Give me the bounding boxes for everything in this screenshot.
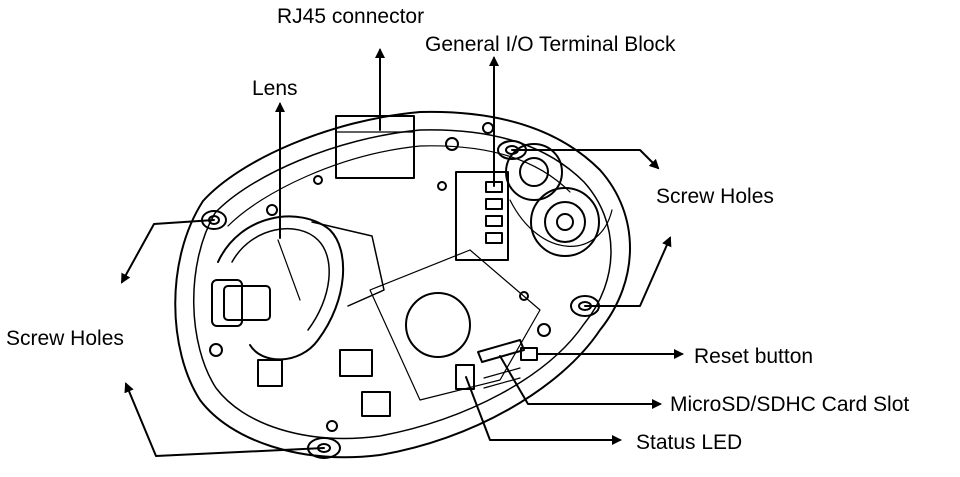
arrow-screw-right-top bbox=[511, 149, 660, 170]
label-lens: Lens bbox=[252, 77, 298, 100]
cable-gland-top bbox=[505, 143, 563, 201]
arrow-status-led bbox=[465, 376, 622, 445]
label-terminal-block: General I/O Terminal Block bbox=[425, 33, 676, 56]
status-led-body bbox=[455, 364, 475, 390]
label-screw-holes-left: Screw Holes bbox=[6, 327, 124, 350]
arrow-microsd bbox=[499, 355, 662, 409]
arrow-screw-right-bottom bbox=[584, 236, 672, 307]
label-status-led: Status LED bbox=[636, 431, 743, 454]
center-plug bbox=[405, 292, 471, 358]
cable-gland-bottom bbox=[530, 187, 600, 257]
housing-inner-rim bbox=[193, 129, 612, 440]
lens-housing bbox=[217, 215, 345, 361]
label-rj45-connector: RJ45 connector bbox=[277, 5, 425, 28]
label-screw-holes-right: Screw Holes bbox=[656, 185, 774, 208]
housing-outline bbox=[174, 110, 631, 459]
label-reset-button: Reset button bbox=[694, 345, 814, 368]
label-microsd-slot: MicroSD/SDHC Card Slot bbox=[670, 393, 910, 416]
rj45-block bbox=[335, 115, 415, 179]
arrow-screw-left-bottom bbox=[124, 382, 325, 457]
arrow-screw-left-top bbox=[121, 219, 215, 284]
